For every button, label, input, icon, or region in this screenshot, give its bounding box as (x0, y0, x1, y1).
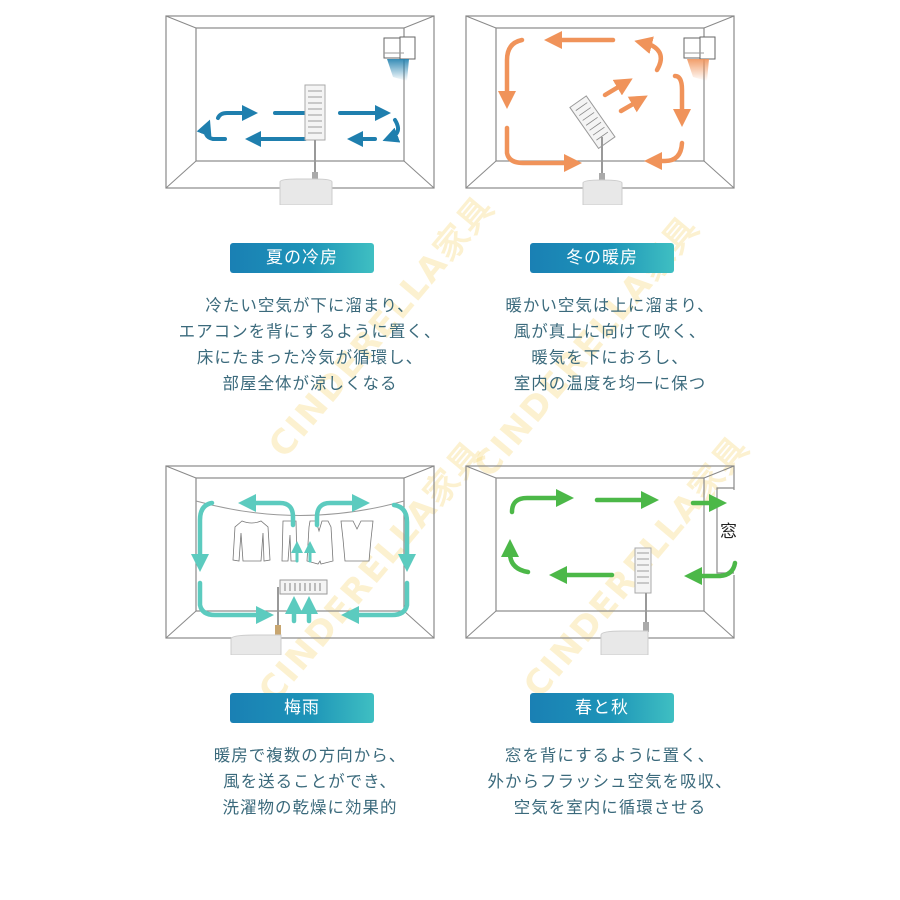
description-line: 暖気を下におろし、 (531, 348, 689, 367)
description-line: 暖房で複数の方向から、 (213, 746, 407, 765)
laundry-clothes-icon (232, 520, 374, 565)
description-line: 外からフラッシュ空気を吸収、 (487, 772, 733, 791)
description-line: 空気を室内に循環させる (513, 798, 707, 817)
description-rainy: 暖房で複数の方向から、 風を送ることができ、 洗濯物の乾燥に効果的 (165, 743, 455, 821)
description-line: 窓を背にするように置く、 (504, 746, 716, 765)
description-line: 洗濯物の乾燥に効果的 (222, 798, 398, 817)
description-line: エアコンを背にするように置く、 (178, 322, 442, 341)
title-badge-spring-autumn: 春と秋 (530, 693, 674, 723)
fan-icon (279, 84, 333, 205)
window-label: 窓 (720, 522, 737, 542)
description-spring-autumn: 窓を背にするように置く、 外からフラッシュ空気を吸収、 空気を室内に循環させる (465, 743, 755, 821)
horizontal-fan-icon (230, 579, 328, 655)
air-conditioner-icon (383, 36, 416, 81)
fan-icon (600, 547, 652, 655)
title-badge-summer: 夏の冷房 (230, 243, 374, 273)
description-line: 暖かい空気は上に溜まり、 (505, 296, 715, 315)
title-badge-rainy: 梅雨 (230, 693, 374, 723)
description-line: 冷たい空気が下に溜まり、 (205, 296, 415, 315)
tilted-fan-icon (569, 95, 623, 205)
title-badge-winter: 冬の暖房 (530, 243, 674, 273)
room-fresh-air-diagram: 窓 (465, 465, 755, 655)
description-line: 風を送ることができ、 (223, 772, 397, 791)
description-line: 床にたまった冷気が循環し、 (196, 348, 424, 367)
description-line: 室内の温度を均一に保つ (513, 374, 707, 393)
heater-ac-icon (683, 36, 716, 81)
room-laundry-drying-diagram (165, 465, 455, 655)
room-cooling-airflow-diagram (165, 15, 455, 205)
description-summer: 冷たい空気が下に溜まり、 エアコンを背にするように置く、 床にたまった冷気が循環… (165, 293, 455, 397)
description-winter: 暖かい空気は上に溜まり、 風が真上に向けて吹く、 暖気を下におろし、 室内の温度… (465, 293, 755, 397)
description-line: 部屋全体が涼しくなる (222, 374, 398, 393)
description-line: 風が真上に向けて吹く、 (513, 322, 707, 341)
room-heating-airflow-diagram (465, 15, 755, 205)
